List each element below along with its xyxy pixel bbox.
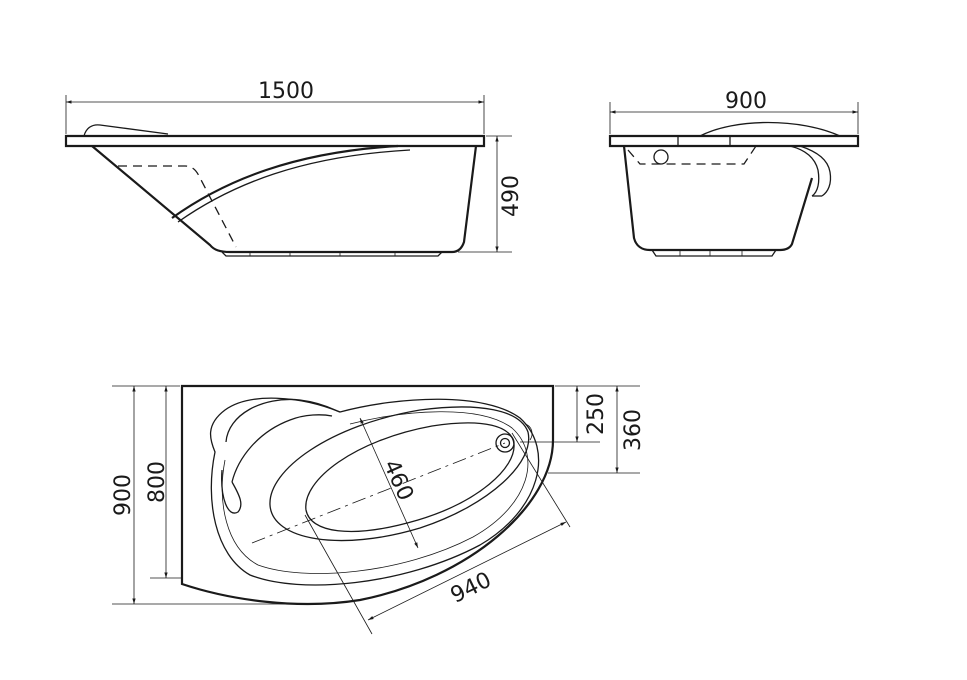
dim-side-length-label: 1500 (258, 79, 314, 104)
dim-plan-width-outer: 900 (111, 385, 320, 605)
dim-plan-offset-large: 360 (548, 385, 646, 474)
dim-end-width: 900 (609, 89, 859, 134)
end-view (608, 121, 860, 257)
dim-plan-bowl-width-label: 460 (378, 456, 418, 505)
dim-plan-bowl-length-label: 940 (447, 568, 496, 609)
side-view (64, 124, 486, 257)
dim-plan-offset-small: 250 (520, 385, 609, 443)
dim-plan-width-inner: 800 (145, 386, 182, 579)
dim-plan-offset-large-label: 360 (621, 409, 646, 451)
dim-plan-width-inner-label: 800 (145, 461, 170, 503)
plan-view (180, 384, 555, 606)
dim-side-height: 490 (458, 135, 524, 253)
dim-side-height-label: 490 (499, 175, 524, 217)
dim-end-width-label: 900 (725, 89, 767, 114)
dim-plan-width-outer-label: 900 (111, 474, 136, 516)
dim-side-length: 1500 (65, 79, 485, 134)
dim-plan-offset-small-label: 250 (584, 393, 609, 435)
dim-plan-bowl-length: 940 (304, 432, 571, 635)
